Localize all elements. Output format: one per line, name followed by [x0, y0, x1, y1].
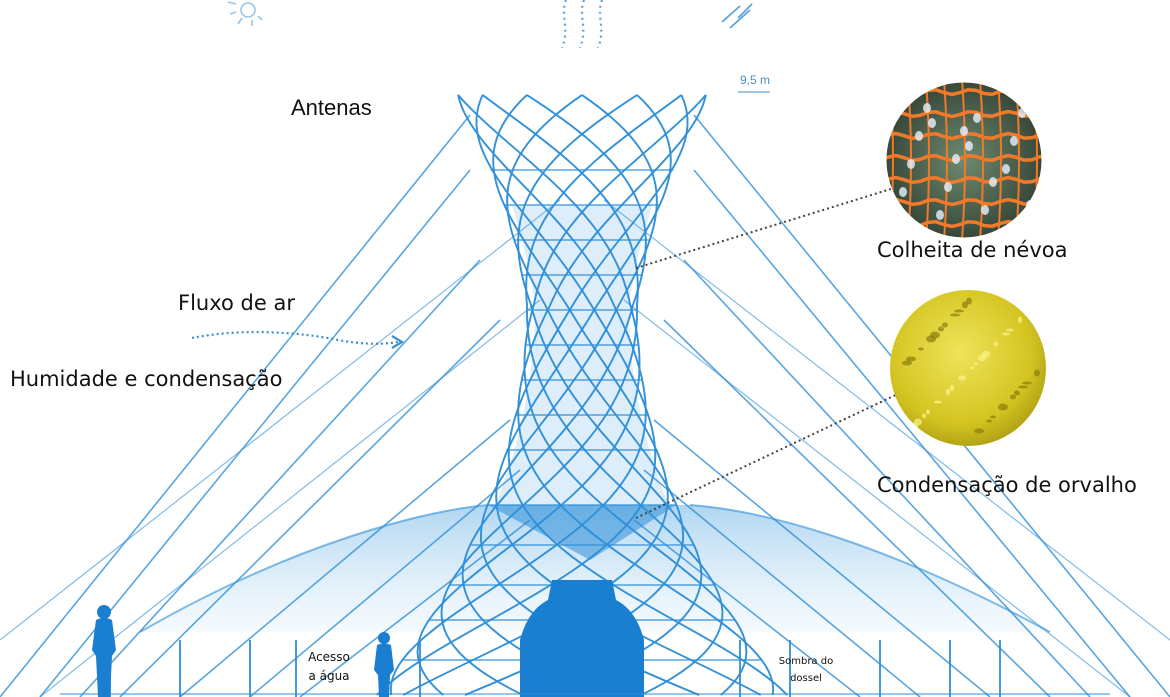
airflow-label: Fluxo de ar: [178, 291, 295, 315]
evaporation-icon: [560, 0, 604, 49]
water-access-label-line2: a água: [308, 669, 349, 683]
dew-condensation-label: Condensação de orvalho: [877, 473, 1137, 497]
dew-surface-photo: [890, 290, 1046, 446]
humidity-label: Humidade e condensação: [10, 367, 282, 391]
fog-mesh-photo: [885, 81, 1043, 239]
water-access-label-line1: Acesso: [308, 650, 350, 664]
tower-structure: [0, 94, 1170, 697]
dew-callout-line: [635, 391, 903, 519]
scale-label: 9,5 m: [740, 73, 770, 87]
rain-icon: [721, 3, 753, 29]
airflow-arrow: [191, 331, 405, 349]
person-figure-center: [374, 632, 394, 697]
fog-callout-line: [635, 187, 895, 269]
fog-harvest-label: Colheita de névoa: [877, 238, 1068, 262]
person-figure-left: [92, 605, 116, 697]
antennas-label: Antenas: [291, 95, 372, 120]
canopy-shade-label-line1: Sombra do: [779, 656, 833, 667]
canopy-shade-label-line2: dossel: [790, 673, 822, 684]
sun-icon: [227, 1, 263, 26]
